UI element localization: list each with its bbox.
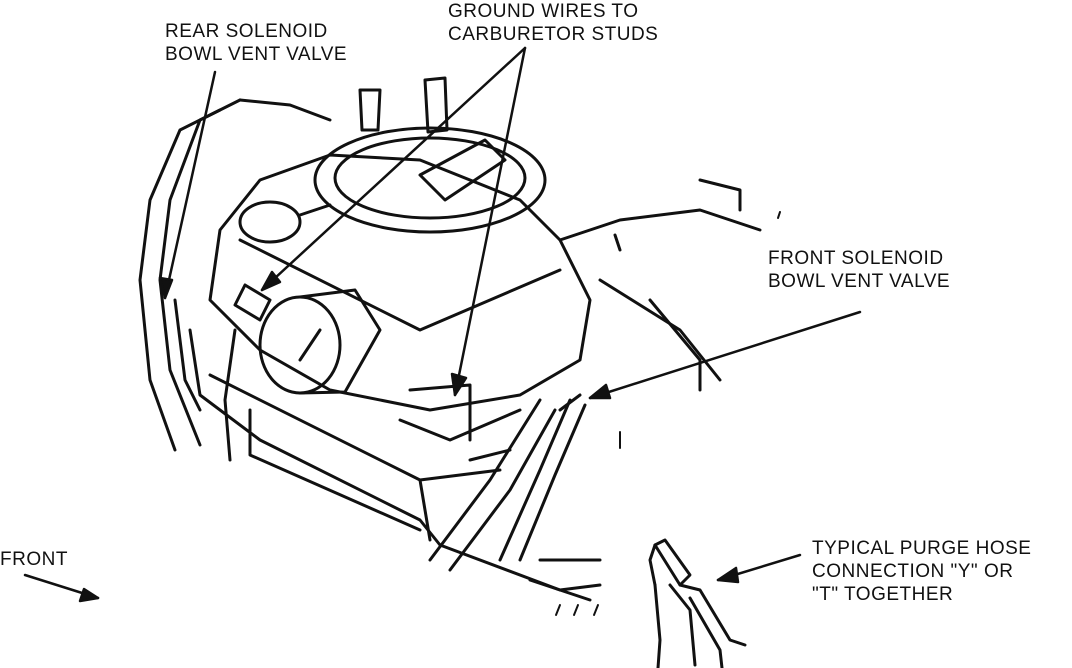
- vacuum-hoses-left: [138, 98, 332, 462]
- scan-specks: [555, 211, 781, 616]
- front-arrow-icon: [23, 573, 100, 603]
- purge-hose-label-line1: TYPICAL PURGE HOSE: [812, 538, 1032, 559]
- choke-housing: [258, 288, 382, 395]
- ground-wires-label-line2: CARBURETOR STUDS: [448, 24, 659, 45]
- leader-lines: [158, 46, 862, 584]
- front-solenoid-label-line2: BOWL VENT VALVE: [768, 271, 951, 292]
- purge-hose-label-line2: CONNECTION "Y" OR: [812, 561, 1014, 582]
- ground-wires-label: GROUND WIRES TO CARBURETOR STUDS: [448, 0, 658, 46]
- ground-wires-label-line1: GROUND WIRES TO: [448, 1, 639, 22]
- intake-manifold: [188, 328, 602, 602]
- purge-hose-label-line3: "T" TOGETHER: [812, 584, 954, 605]
- front-label: FRONT: [0, 549, 68, 570]
- rear-solenoid-label-line1: REAR SOLENOID: [165, 21, 328, 42]
- carburetor-top-ring: [313, 76, 547, 234]
- rear-solenoid-label-line2: BOWL VENT VALVE: [165, 44, 348, 65]
- purge-hoses-front: [428, 393, 587, 572]
- throttle-linkage: [558, 178, 762, 392]
- purge-hose-connection-inset: [648, 538, 747, 668]
- rear-solenoid-label: REAR SOLENOID BOWL VENT VALVE: [165, 20, 347, 66]
- front-solenoid-label: FRONT SOLENOID BOWL VENT VALVE: [768, 247, 950, 293]
- carburetor-body: [208, 153, 592, 442]
- rear-solenoid-valve: [233, 200, 332, 322]
- purge-hose-label: TYPICAL PURGE HOSE CONNECTION "Y" OR "T"…: [812, 537, 1031, 606]
- front-solenoid-label-line1: FRONT SOLENOID: [768, 248, 944, 269]
- arrowhead: [158, 276, 174, 300]
